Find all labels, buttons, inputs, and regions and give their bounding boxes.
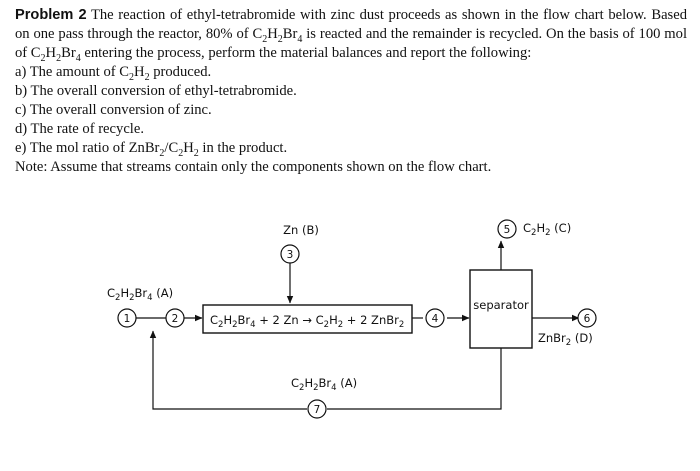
svg-text:7: 7 — [314, 404, 321, 416]
svg-text:1: 1 — [124, 313, 131, 325]
question-item: b) The overall conversion of ethyl-tetra… — [15, 83, 297, 99]
stream-marker-2: 2 — [165, 308, 185, 328]
question-item: a) The amount of C2H2 produced. — [15, 64, 212, 83]
zn-feed-label: Zn (B) — [283, 223, 319, 237]
question-item: Note: Assume that streams contain only t… — [15, 159, 492, 175]
svg-text:3: 3 — [287, 249, 294, 261]
question-item: e) The mol ratio of ZnBr2/C2H2 in the pr… — [15, 140, 288, 159]
stream-marker-7: 7 — [307, 399, 327, 419]
problem-statement: Problem 2 The reaction of ethyl-tetrabro… — [15, 6, 687, 177]
question-item: c) The overall conversion of zinc. — [15, 102, 212, 118]
stream-marker-4: 4 — [425, 308, 445, 328]
svg-text:6: 6 — [584, 313, 591, 325]
problem-heading: Problem 2 — [15, 7, 87, 23]
reactor-box — [202, 304, 413, 334]
svg-text:5: 5 — [504, 224, 511, 236]
recycle-line-right — [327, 348, 502, 410]
reaction-equation: C2H2Br4 + 2 Zn → C2H2 + 2 ZnBr2 — [210, 313, 404, 330]
svg-text:4: 4 — [432, 313, 439, 325]
question-item: d) The rate of recycle. — [15, 121, 144, 137]
fresh-feed-label: C2H2Br4 (A) — [107, 286, 173, 303]
stream-marker-3: 3 — [280, 244, 300, 264]
separator-label: separator — [473, 298, 529, 312]
recycle-label: C2H2Br4 (A) — [291, 376, 357, 393]
problem-intro-text: The reaction of ethyl-tetrabromide with … — [15, 7, 688, 64]
stream-marker-6: 6 — [577, 308, 597, 328]
svg-text:2: 2 — [172, 313, 179, 325]
recycle-line-left — [149, 330, 307, 410]
stream-marker-1: 1 — [117, 308, 137, 328]
c2h2-product-label: C2H2 (C) — [523, 221, 571, 238]
question-list: a) The amount of C2H2 produced.b) The ov… — [15, 63, 687, 177]
stream-marker-5: 5 — [497, 219, 517, 239]
problem-intro: Problem 2 The reaction of ethyl-tetrabro… — [15, 6, 687, 63]
znbr2-product-label: ZnBr2 (D) — [538, 331, 593, 348]
